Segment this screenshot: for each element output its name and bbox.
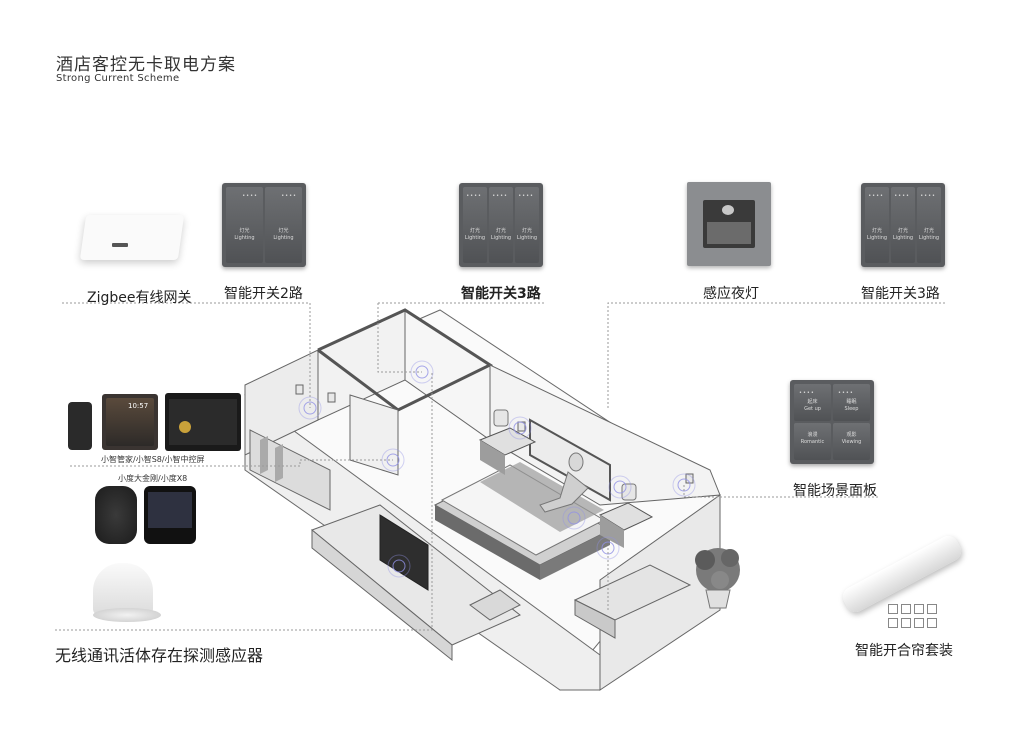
label-night-light: 感应夜灯 [703, 286, 759, 302]
page-title: 酒店客控无卡取电方案 [56, 55, 236, 75]
presence-sensor-image [93, 563, 153, 615]
xiaodu-speaker-image [95, 486, 137, 544]
label-speakers: 小度大金刚/小度X8 [118, 474, 188, 483]
label-switch-3gang-right: 智能开关3路 [861, 286, 940, 302]
label-curtain-set: 智能开合帘套装 [855, 643, 953, 659]
sensor-lens-icon [722, 205, 734, 215]
label-presence-sensor: 无线通讯活体存在探测感应器 [55, 646, 264, 665]
curtain-accessory-icons [888, 604, 938, 628]
xiaodu-x8-image [144, 486, 196, 544]
label-switch-2gang: 智能开关2路 [224, 286, 303, 302]
sensor-base [93, 608, 161, 622]
smart-screen-s8-image: 10:57 [102, 394, 158, 450]
page-subtitle: Strong Current Scheme [56, 73, 180, 84]
label-zigbee-gateway: Zigbee有线网关 [87, 290, 192, 306]
smart-speaker-tower-image [68, 402, 92, 450]
person [568, 452, 584, 472]
back-wall [489, 364, 721, 506]
zigbee-gateway-image [79, 215, 185, 260]
central-control-screen-image [165, 393, 241, 451]
label-switch-3gang-center: 智能开关3路 [461, 286, 541, 302]
night-light-image [687, 182, 771, 266]
label-screens: 小智管家/小智S8/小智中控屏 [101, 455, 205, 464]
tv [379, 514, 429, 591]
gateway-port-icon [112, 243, 128, 247]
label-scene-panel: 智能场景面板 [793, 483, 877, 499]
wardrobe [249, 429, 331, 511]
lamp-left [493, 409, 509, 427]
